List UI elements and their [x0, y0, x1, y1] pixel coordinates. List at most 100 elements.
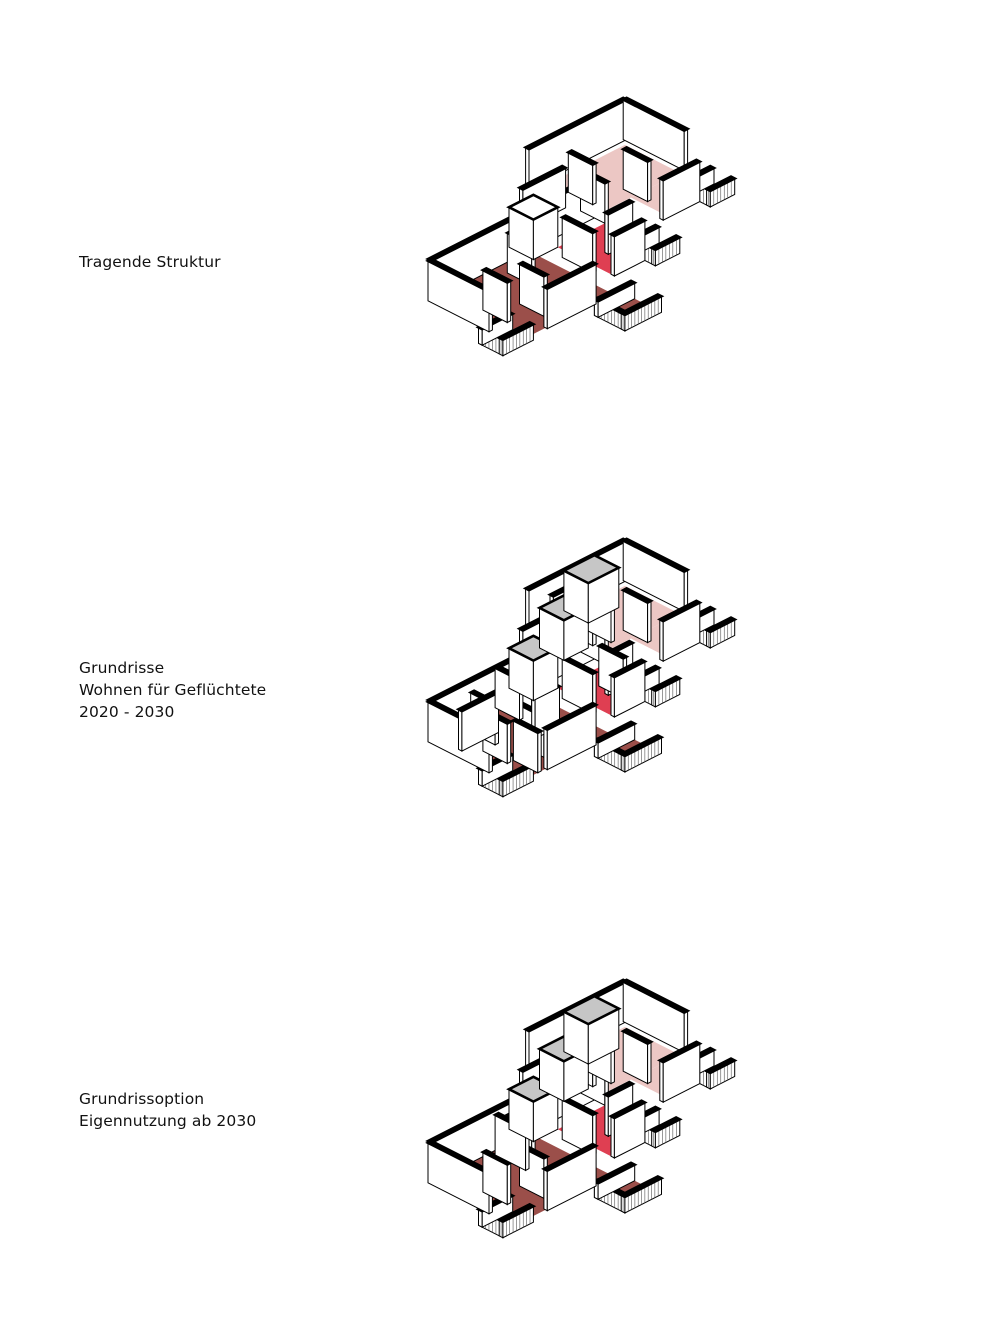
wall-top: [620, 145, 654, 164]
balcony-left-rail: [496, 320, 537, 357]
wall-face: [506, 1161, 512, 1206]
wall-top: [602, 1080, 636, 1098]
balcony-front-rail: [618, 733, 665, 773]
label-line: Eigennutzung ab 2030: [79, 1112, 257, 1130]
panel-label: Tragende Struktur: [79, 251, 221, 273]
wall-top: [648, 675, 683, 693]
wall-top: [516, 164, 569, 191]
wall-top: [541, 1142, 599, 1173]
wall-top: [656, 158, 703, 182]
balcony-front-rail: [591, 279, 638, 319]
wall-top: [595, 642, 630, 660]
wall-top: [618, 733, 665, 758]
panel-label: Grundrissoption Eigennutzung ab 2030: [79, 1088, 256, 1132]
wall-top: [656, 1040, 703, 1064]
wall-face: [458, 708, 463, 752]
wall: [620, 145, 654, 203]
wall-face: [659, 618, 664, 663]
wall-top: [496, 320, 537, 342]
panel-tragende-struktur: Tragende Struktur: [0, 0, 1000, 441]
axonometric-floorplan: [425, 537, 738, 798]
wall-top: [541, 260, 599, 291]
wall-top: [591, 279, 638, 303]
partition-wall: [510, 717, 545, 774]
service-core: [561, 553, 622, 624]
wall: [620, 1027, 654, 1085]
wall-face: [543, 286, 548, 330]
outer-wall: [656, 158, 703, 222]
label-line: 2020 - 2030: [79, 703, 175, 721]
wall-top: [703, 616, 738, 634]
axonometric-floorplan: [425, 978, 738, 1239]
label-line: Wohnen für Geflüchtete: [79, 681, 267, 699]
outer-wall: [656, 1040, 703, 1104]
wall-top: [559, 214, 599, 235]
wall-top: [561, 994, 622, 1026]
outer-wall: [608, 658, 648, 718]
wall: [480, 1148, 514, 1206]
service-core: [561, 994, 622, 1065]
outer-wall: [608, 217, 648, 277]
axonometric-floorplan: [425, 96, 738, 357]
wall-top: [541, 701, 599, 732]
wall-top: [506, 193, 561, 222]
balcony-left-rail: [496, 1202, 537, 1239]
wall-face: [537, 730, 542, 774]
outer-wall: [541, 260, 599, 330]
wall-face: [543, 1168, 548, 1212]
outer-wall: [656, 599, 703, 663]
wall-face: [659, 177, 664, 222]
wall: [620, 586, 654, 644]
wall-top: [608, 217, 648, 238]
outer-wall: [620, 978, 691, 1054]
label-line: Tragende Struktur: [79, 253, 221, 271]
wall-face: [610, 674, 615, 718]
wall-top: [561, 553, 622, 585]
wall-top: [703, 1057, 738, 1075]
wall-face: [610, 1115, 615, 1159]
wall-face: [647, 158, 652, 203]
wall-top: [565, 149, 599, 167]
balcony-left-rail: [496, 761, 537, 798]
wall-top: [591, 720, 638, 744]
balcony-front-rail: [618, 1174, 665, 1214]
balcony-front-rail: [618, 292, 665, 332]
wall: [565, 149, 599, 206]
balcony-pink-rail: [703, 175, 738, 208]
wall-face: [592, 162, 597, 206]
wall-top: [648, 1116, 683, 1134]
outer-wall: [541, 1142, 599, 1212]
outer-wall: [608, 1099, 648, 1159]
wall: [480, 266, 514, 324]
wall-face: [659, 1059, 664, 1104]
wall-face: [647, 599, 652, 644]
wall-top: [620, 586, 654, 605]
balcony-red-rail: [648, 1116, 683, 1149]
wall-top: [608, 1099, 648, 1120]
wall-face: [604, 211, 609, 256]
outer-wall: [620, 96, 691, 172]
wall-top: [620, 537, 691, 574]
panel-eigennutzung: Grundrissoption Eigennutzung ab 2030: [0, 882, 1000, 1323]
panel-label: Grundrisse Wohnen für Geflüchtete 2020 -…: [79, 657, 266, 723]
wall-top: [591, 1161, 638, 1185]
panel-wohnen-fuer-gefluechtete: Grundrisse Wohnen für Geflüchtete 2020 -…: [0, 441, 1000, 882]
service-core: [506, 1075, 561, 1143]
label-line: Grundrissoption: [79, 1090, 205, 1108]
wall-top: [620, 1027, 654, 1046]
wall-top: [656, 599, 703, 623]
balcony-front-rail: [591, 1161, 638, 1201]
wall-top: [618, 292, 665, 317]
wall-face: [610, 233, 615, 277]
wall-top: [608, 658, 648, 679]
wall-top: [648, 234, 683, 252]
wall-top: [510, 717, 545, 735]
wall-face: [543, 727, 548, 771]
balcony-pink-rail: [703, 616, 738, 649]
wall: [559, 1096, 599, 1156]
wall-face: [506, 279, 512, 324]
outer-wall: [541, 701, 599, 771]
wall-top: [602, 198, 636, 216]
label-line: Grundrisse: [79, 659, 165, 677]
wall-top: [516, 260, 551, 278]
